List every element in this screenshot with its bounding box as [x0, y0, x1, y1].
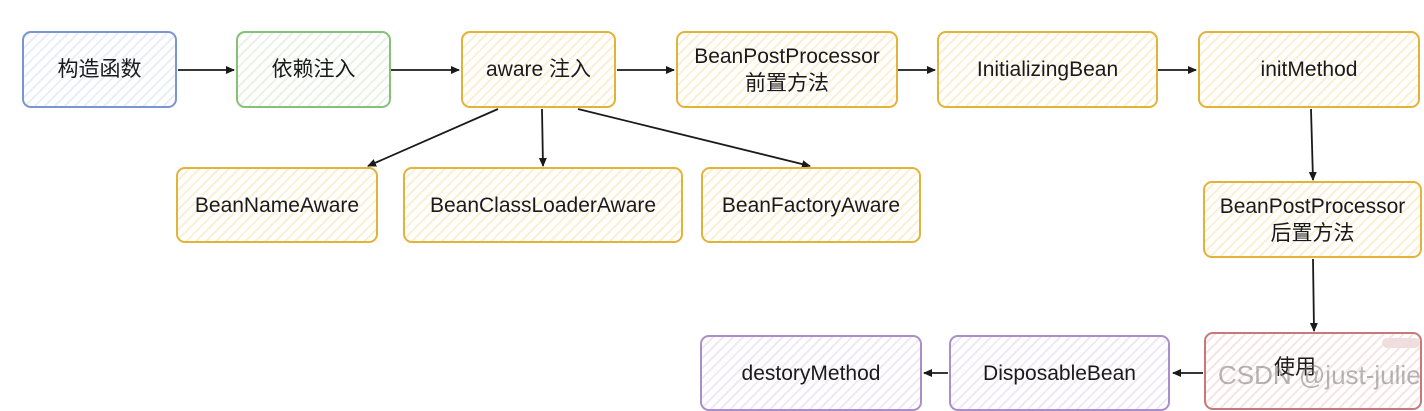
- watermark: CSDN @just-julie: [1218, 360, 1421, 390]
- node-disposable-bean-label: DisposableBean: [983, 361, 1136, 385]
- arrow-aware-to-beannameaware: [367, 108, 499, 167]
- arrow-bpp-after-to-use: [1309, 258, 1318, 332]
- arrow-aware-to-factoryaware: [577, 108, 811, 168]
- node-aware-injection-label: aware 注入: [485, 58, 592, 81]
- node-bean-factory-aware-label: BeanFactoryAware: [721, 193, 901, 217]
- arrow-initmethod-to-bpp-after: [1308, 108, 1317, 181]
- node-bean-classloader-aware-label: BeanClassLoaderAware: [429, 193, 657, 217]
- arrow-aware-to-classloaderaware: [538, 108, 547, 167]
- node-initializing-bean-label: InitializingBean: [976, 58, 1119, 81]
- node-bean-factory-aware: BeanFactoryAware: [701, 167, 921, 243]
- node-initializing-bean: InitializingBean: [937, 31, 1158, 108]
- node-destroy-method-label: destoryMethod: [741, 361, 881, 385]
- node-bean-name-aware-label: BeanNameAware: [194, 193, 360, 217]
- node-aware-injection: aware 注入: [461, 31, 616, 108]
- node-init-method: initMethod: [1198, 31, 1420, 108]
- node-use: 使用: [1204, 332, 1422, 410]
- node-bpp-before: BeanPostProcessor 前置方法: [676, 31, 898, 108]
- node-bpp-after-line1: BeanPostProcessor: [1219, 194, 1406, 218]
- node-dependency-injection-label: 依赖注入: [271, 58, 356, 81]
- node-use-label: 使用: [1274, 355, 1316, 379]
- scroll-indicator: [1382, 338, 1420, 348]
- node-destroy-method: destoryMethod: [700, 335, 922, 411]
- node-bpp-before-line1: BeanPostProcessor: [694, 44, 880, 68]
- node-disposable-bean: DisposableBean: [949, 335, 1170, 411]
- node-dependency-injection: 依赖注入: [236, 31, 391, 108]
- node-bean-classloader-aware: BeanClassLoaderAware: [403, 167, 683, 243]
- node-constructor: 构造函数: [22, 31, 177, 108]
- node-bpp-before-line2: 前置方法: [745, 71, 829, 95]
- node-bpp-after-line2: 后置方法: [1270, 221, 1355, 245]
- node-constructor-label: 构造函数: [57, 58, 142, 81]
- node-bpp-after: BeanPostProcessor 后置方法: [1203, 181, 1422, 258]
- node-bean-name-aware: BeanNameAware: [176, 167, 378, 243]
- node-init-method-label: initMethod: [1260, 58, 1358, 81]
